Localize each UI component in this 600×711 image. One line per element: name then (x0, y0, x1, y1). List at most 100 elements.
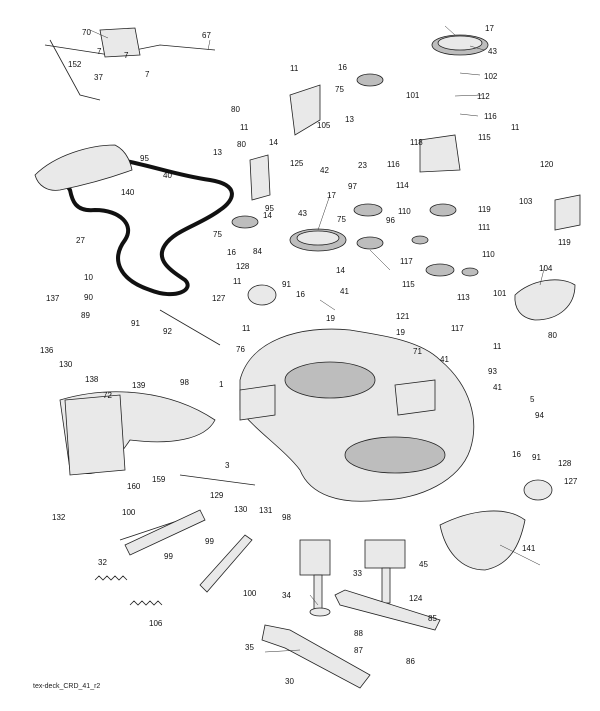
callout-label: 27 (76, 236, 85, 245)
callout-label: 129 (210, 491, 224, 500)
callout-label: 128 (236, 262, 250, 271)
callout-label: 3 (225, 461, 230, 470)
callout-label: 100 (122, 508, 136, 517)
callout-label: 33 (353, 569, 362, 578)
callout-label: 14 (336, 266, 345, 275)
callout-label: 110 (398, 207, 411, 216)
callout-label: 110 (482, 250, 495, 259)
callout-label: 100 (243, 589, 257, 598)
callout-label: 91 (131, 319, 140, 328)
callout-label: 11 (290, 64, 299, 73)
callout-label: 139 (132, 381, 146, 390)
callout-label: 94 (535, 411, 544, 420)
callout-label: 5 (530, 395, 535, 404)
callout-label: 86 (406, 657, 415, 666)
callout-label: 96 (386, 216, 395, 225)
callout-label: 90 (84, 293, 93, 302)
callout-label: 41 (493, 383, 502, 392)
roller-icon (247, 284, 553, 501)
blade-icon (334, 589, 441, 631)
callout-label: 43 (488, 47, 497, 56)
diagram-caption: tex-deck_CRD_41_r2 (33, 683, 101, 690)
callout-label: 35 (245, 643, 254, 652)
callout-label: 7 (145, 70, 150, 79)
callout-label: 87 (354, 646, 363, 655)
side-guard-icon (439, 510, 526, 571)
callout-label: 17 (485, 24, 494, 33)
callout-label: 116 (484, 112, 497, 121)
bracket-icon (44, 27, 581, 593)
callout-label: 80 (548, 331, 557, 340)
callout-label: 121 (396, 312, 410, 321)
callout-label: 119 (558, 238, 571, 247)
callout-label: 120 (540, 160, 554, 169)
callout-label: 16 (227, 248, 236, 257)
callout-label: 98 (180, 378, 189, 387)
callout-label: 160 (127, 482, 141, 491)
callout-label: 14 (269, 138, 278, 147)
callout-label: 1 (219, 380, 224, 389)
callout-label: 7 (124, 51, 129, 60)
callout-label: 130 (234, 505, 248, 514)
callout-label: 13 (213, 148, 222, 157)
callout-label: 141 (522, 544, 536, 553)
callout-label: 97 (348, 182, 357, 191)
callout-label: 80 (237, 140, 246, 149)
callout-label: 117 (400, 257, 413, 266)
callout-label: 19 (326, 314, 335, 323)
callout-label: 30 (285, 677, 294, 686)
callout-label: 92 (163, 327, 172, 336)
callout-label: 80 (231, 105, 240, 114)
callout-label: 41 (440, 355, 449, 364)
callout-label: 104 (539, 264, 553, 273)
callout-label: 118 (410, 138, 423, 147)
blade-icon (261, 624, 371, 689)
callout-label: 112 (477, 92, 490, 101)
callout-label: 117 (451, 324, 464, 333)
callout-label: 99 (164, 552, 173, 561)
callout-label: 124 (409, 594, 423, 603)
callout-label: 23 (358, 161, 367, 170)
callout-label: 95 (140, 154, 149, 163)
callout-label: 137 (46, 294, 60, 303)
callout-label: 95 (265, 204, 274, 213)
callout-label: 19 (396, 328, 405, 337)
callout-label: 102 (484, 72, 498, 81)
callout-label: 72 (103, 391, 112, 400)
callout-label: 13 (345, 115, 354, 124)
spindle-icon (299, 539, 406, 617)
callout-label: 152 (68, 60, 82, 69)
callout-label: 67 (202, 31, 211, 40)
callout-label: 115 (478, 133, 491, 142)
callout-label: 85 (428, 614, 437, 623)
callout-label: 101 (493, 289, 507, 298)
callout-label: 41 (340, 287, 349, 296)
mulch-cover-icon (514, 279, 576, 321)
callout-label: 45 (419, 560, 428, 569)
callout-label: 127 (212, 294, 226, 303)
callout-label: 84 (253, 247, 262, 256)
callout-label: 88 (354, 629, 363, 638)
callout-label: 115 (402, 280, 415, 289)
belt-guard-icon (34, 144, 133, 191)
callout-label: 138 (85, 375, 99, 384)
callout-label: 11 (233, 277, 242, 286)
callout-label: 42 (320, 166, 329, 175)
callout-label: 32 (98, 558, 107, 567)
callout-label: 91 (532, 453, 541, 462)
callout-label: 11 (242, 324, 251, 333)
callout-label: 125 (290, 159, 304, 168)
callout-label: 132 (52, 513, 66, 522)
callout-label: 75 (335, 85, 344, 94)
callout-label: 75 (213, 230, 222, 239)
callout-label: 101 (406, 91, 420, 100)
callout-label: 103 (519, 197, 533, 206)
spring-icon (94, 575, 163, 606)
callout-label: 76 (236, 345, 245, 354)
callout-label: 131 (259, 506, 273, 515)
callout-label: 75 (337, 215, 346, 224)
callout-labels: 70 67 7 152 7 37 7 17 43 102 11 16 75 10… (40, 24, 578, 686)
callout-label: 99 (205, 537, 214, 546)
callout-label: 140 (121, 188, 135, 197)
